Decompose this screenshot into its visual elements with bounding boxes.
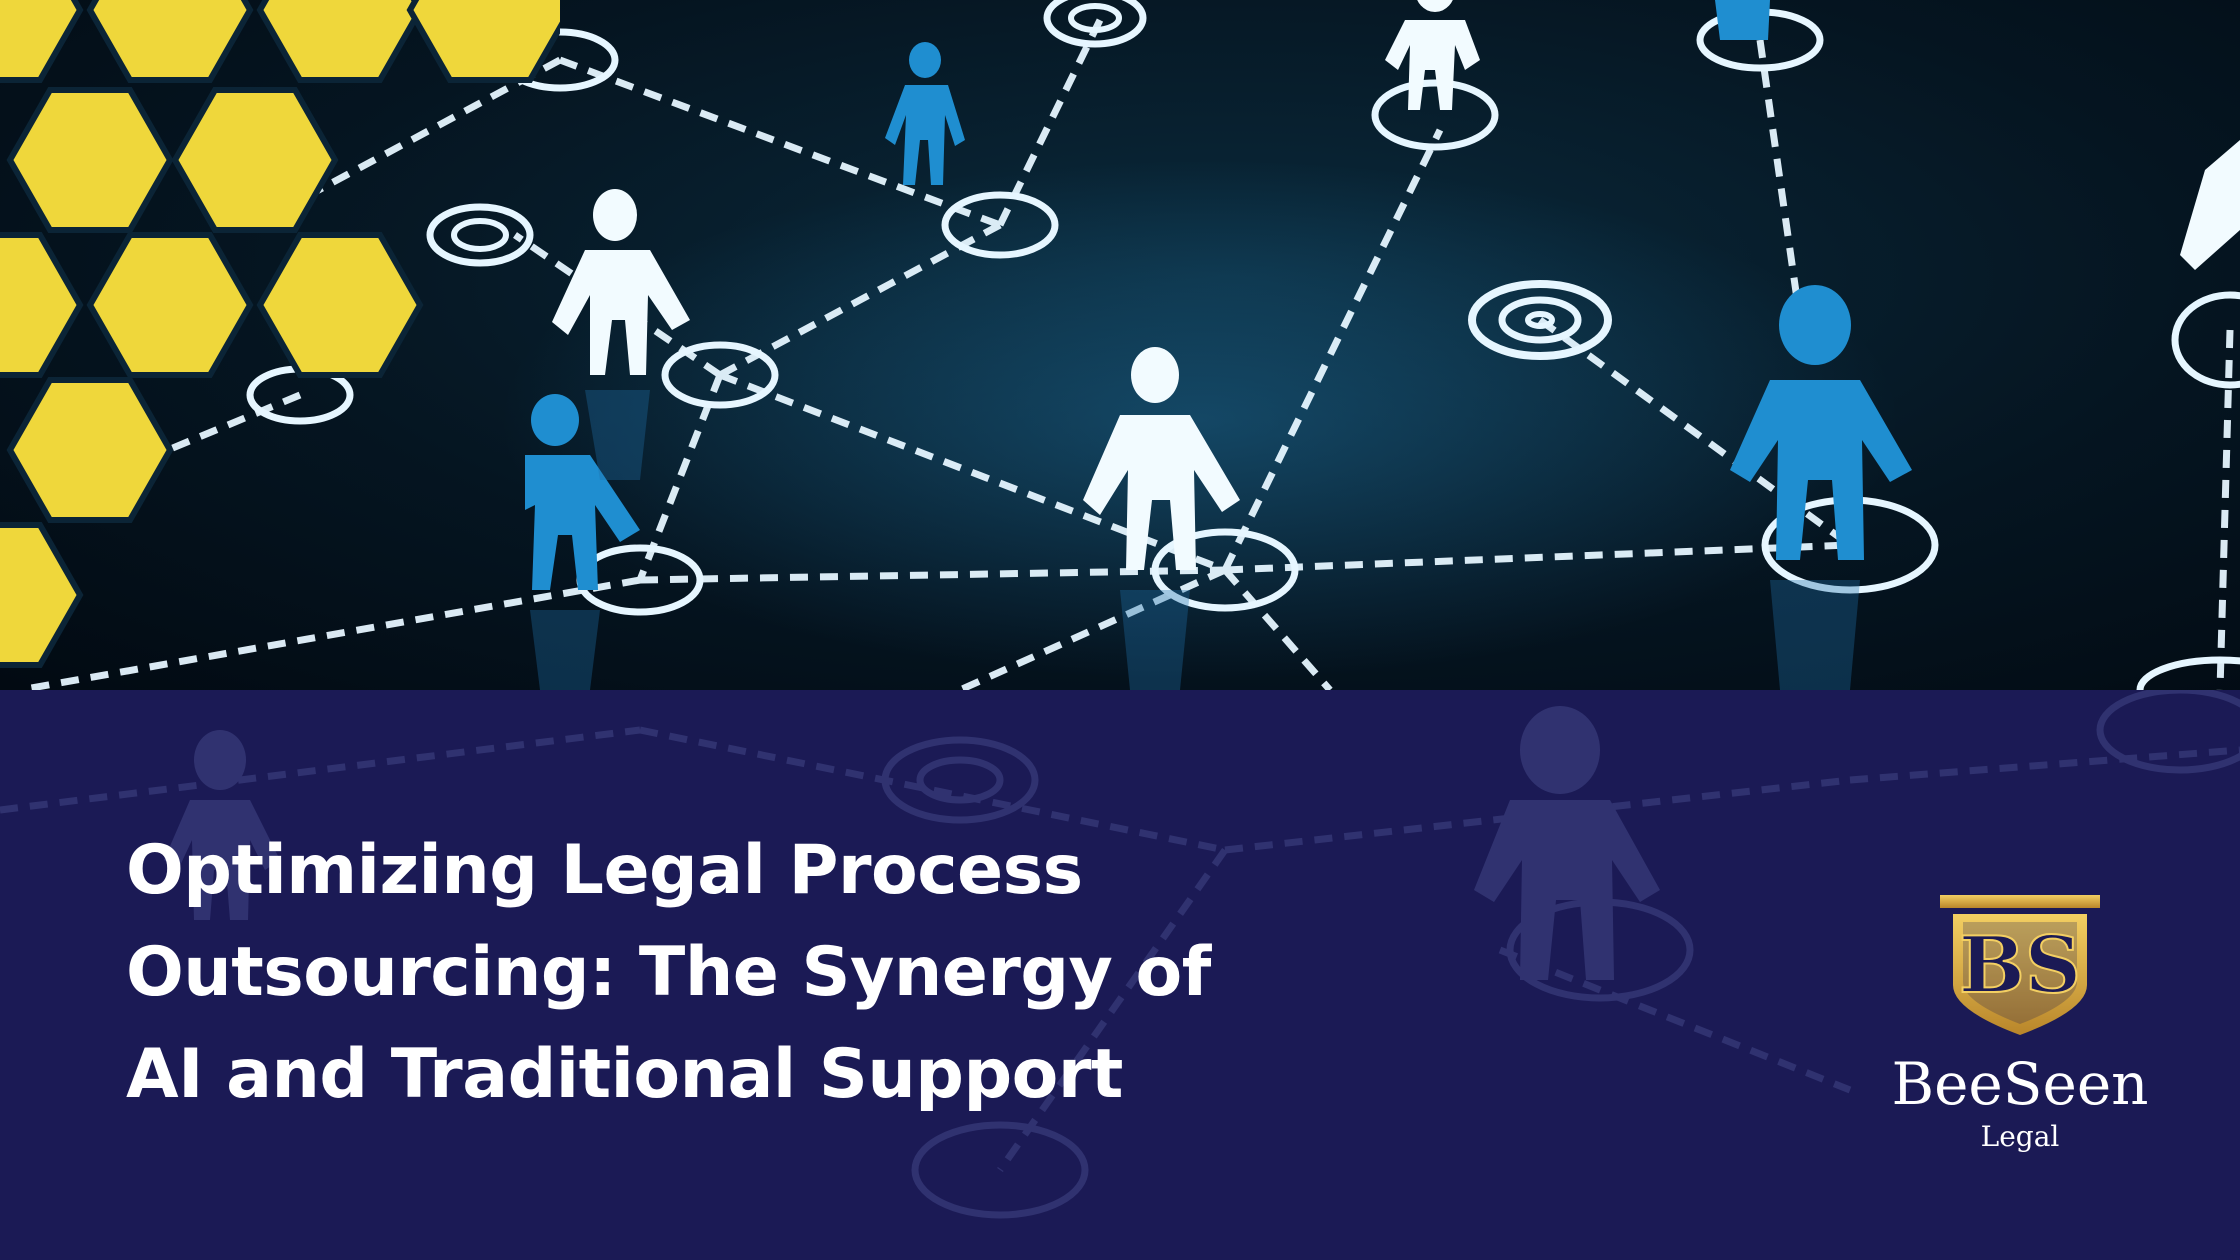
page-title: Optimizing Legal Process Outsourcing: Th…	[126, 820, 1426, 1126]
logo-subtitle: Legal	[1980, 1120, 2060, 1153]
logo-monogram: BS	[1959, 920, 2081, 1011]
title-line-1: Optimizing Legal Process	[126, 831, 1083, 910]
faded-network-background	[0, 690, 2240, 1219]
title-line-2: Outsourcing: The Synergy of	[126, 933, 1211, 1012]
target-nodes	[426, 0, 1612, 360]
hero-image	[0, 0, 2240, 690]
brand-logo: BS BeeSeen Legal	[1855, 890, 2185, 1180]
people-network-illustration	[19, 0, 2240, 690]
people-figures	[525, 0, 2240, 690]
title-panel: Optimizing Legal Process Outsourcing: Th…	[0, 690, 2240, 1260]
honeycomb-pattern	[0, 0, 560, 668]
title-line-3: AI and Traditional Support	[126, 1035, 1123, 1114]
logo-brand-name: BeeSeen	[1891, 1050, 2149, 1118]
beeseen-shield-logo: BS	[1940, 895, 2100, 1035]
